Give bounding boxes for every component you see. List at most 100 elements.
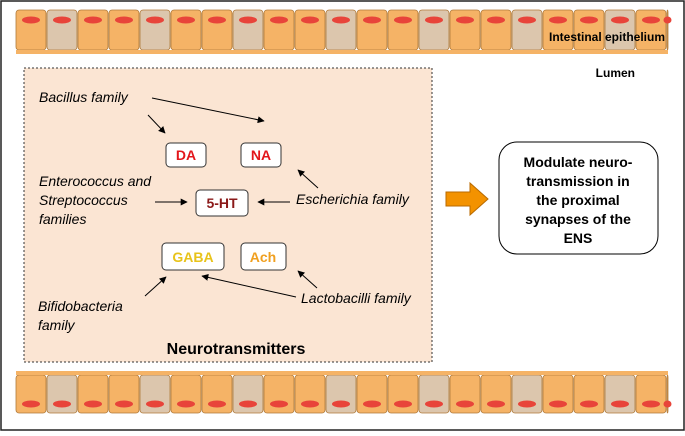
cell-nucleus — [663, 16, 672, 24]
arrow-lactobacilli-to-gaba — [201, 273, 297, 298]
cell-nucleus — [456, 16, 474, 24]
cell-nucleus — [84, 400, 102, 408]
lactobacilli-label: Lactobacilli family — [301, 290, 412, 306]
outcome-line2: transmission in — [526, 173, 629, 189]
epithelial-cell — [387, 9, 419, 51]
cell-nucleus — [53, 16, 71, 24]
epithelial-cell — [666, 9, 669, 51]
cell-nucleus — [487, 400, 505, 408]
arrow-bacillus-to-na — [151, 97, 265, 124]
epithelial-cell — [418, 9, 450, 51]
epithelial-cell — [263, 9, 295, 51]
cell-nucleus — [363, 16, 381, 24]
cell-nucleus — [663, 400, 672, 408]
outcome-line4: synapses of the — [525, 211, 631, 227]
cell-nucleus — [22, 16, 40, 24]
cell-nucleus — [332, 400, 350, 408]
cell-nucleus — [394, 16, 412, 24]
epithelial-cell — [232, 9, 264, 51]
cell-nucleus — [239, 400, 257, 408]
bifidobacteria-label-line2: family — [38, 317, 76, 333]
cell-nucleus — [146, 400, 164, 408]
epithelial-cell — [108, 9, 140, 51]
ach-box — [240, 242, 287, 271]
epithelial-cell — [294, 9, 326, 51]
epithelium-basement — [16, 50, 668, 54]
epithelial-cell — [449, 9, 481, 51]
arrow-escherichia-to-na — [297, 169, 319, 189]
cell-nucleus — [270, 400, 288, 408]
serotonin-label: 5-HT — [206, 195, 238, 211]
cell-nucleus — [301, 16, 319, 24]
ach-label: Ach — [250, 249, 276, 265]
cell-nucleus — [549, 16, 567, 24]
outcome-arrow — [445, 181, 489, 217]
serotonin-box — [195, 189, 249, 217]
cell-nucleus — [518, 16, 536, 24]
cell-nucleus — [146, 16, 164, 24]
outcome-line5: ENS — [564, 230, 593, 246]
outcome-line3: the proximal — [536, 192, 619, 208]
gaba-box — [161, 242, 225, 271]
escherichia-label: Escherichia family — [296, 191, 410, 207]
na-box — [240, 142, 282, 168]
cell-nucleus — [332, 16, 350, 24]
cell-nucleus — [425, 400, 443, 408]
epithelial-cell — [480, 9, 512, 51]
outcome-line1: Modulate neuro- — [524, 154, 633, 170]
epithelial-cell — [15, 9, 47, 51]
epithelial-cell — [201, 9, 233, 51]
cell-nucleus — [53, 400, 71, 408]
cell-nucleus — [425, 16, 443, 24]
cell-nucleus — [394, 400, 412, 408]
panel-title: Neurotransmitters — [167, 341, 306, 358]
arrow-bifidobacteria-to-gaba — [144, 276, 167, 297]
cell-nucleus — [549, 400, 567, 408]
cell-nucleus — [270, 16, 288, 24]
cell-nucleus — [611, 400, 629, 408]
cell-nucleus — [518, 400, 536, 408]
epithelium-label: Intestinal epithelium — [549, 30, 665, 44]
bottom-epithelium-band — [15, 371, 672, 414]
cell-nucleus — [487, 16, 505, 24]
cell-nucleus — [208, 16, 226, 24]
gaba-label: GABA — [172, 249, 213, 265]
cell-nucleus — [580, 400, 598, 408]
cell-nucleus — [611, 16, 629, 24]
da-box — [165, 142, 207, 168]
top-epithelium-band — [15, 9, 672, 54]
cell-nucleus — [301, 400, 319, 408]
cell-nucleus — [642, 16, 660, 24]
enterococcus-label-line3: families — [39, 211, 86, 227]
epithelial-cell — [325, 9, 357, 51]
epithelium-basement — [16, 371, 668, 375]
epithelial-cell — [511, 9, 543, 51]
cell-nucleus — [84, 16, 102, 24]
bifidobacteria-label-line1: Bifidobacteria — [38, 298, 123, 314]
na-label: NA — [251, 147, 271, 163]
epithelial-cell — [139, 9, 171, 51]
enterococcus-label-line2: Streptococcus — [39, 192, 128, 208]
lumen-label: Lumen — [596, 66, 635, 80]
cell-nucleus — [115, 16, 133, 24]
da-label: DA — [176, 147, 196, 163]
epithelial-cell — [170, 9, 202, 51]
cell-nucleus — [177, 16, 195, 24]
epithelial-cell — [356, 9, 388, 51]
cell-nucleus — [642, 400, 660, 408]
cell-nucleus — [177, 400, 195, 408]
outcome-box — [498, 141, 659, 255]
bacillus-label: Bacillus family — [39, 89, 129, 105]
epithelial-cell — [77, 9, 109, 51]
cell-nucleus — [363, 400, 381, 408]
cell-nucleus — [208, 400, 226, 408]
cell-nucleus — [239, 16, 257, 24]
enterococcus-label-line1: Enterococcus and — [39, 173, 152, 189]
cell-nucleus — [456, 400, 474, 408]
cell-nucleus — [22, 400, 40, 408]
arrow-lactobacilli-to-ach — [297, 270, 318, 289]
cell-nucleus — [115, 400, 133, 408]
arrow-bacillus-to-da — [147, 114, 166, 134]
